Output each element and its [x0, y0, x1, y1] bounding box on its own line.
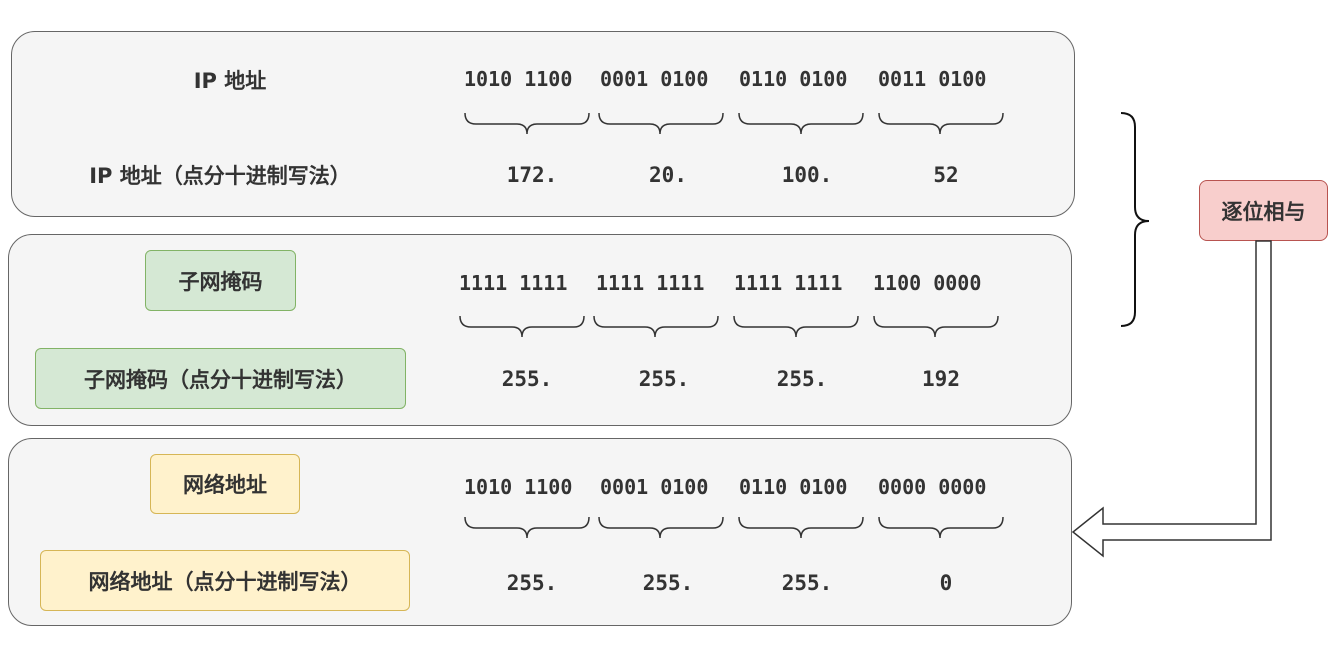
- network-octet-2-bits: 0001 0100: [600, 475, 709, 499]
- mask-octet-4-bits: 1100 0000: [873, 271, 982, 295]
- subnet-mask-decimal-label: 子网掩码（点分十进制写法）: [35, 348, 406, 409]
- underbrace: [459, 315, 585, 338]
- mask-octet-3-bits: 1111 1111: [734, 271, 843, 295]
- underbrace: [464, 112, 590, 135]
- ip-octet-2-bits: 0001 0100: [600, 67, 709, 91]
- mask-octet-2-bits: 1111 1111: [596, 271, 705, 295]
- underbrace: [733, 315, 859, 338]
- underbrace: [598, 516, 724, 539]
- underbrace: [873, 315, 999, 338]
- mask-octet-1-decimal: 255.: [501, 367, 553, 391]
- ip-octet-2-decimal: 20.: [649, 163, 687, 187]
- network-octet-4-decimal: 0: [939, 571, 953, 595]
- bitwise-and-operation-box: 逐位相与: [1199, 180, 1328, 241]
- underbrace: [593, 315, 719, 338]
- underbrace: [738, 516, 864, 539]
- mask-octet-4-decimal: 192: [922, 367, 960, 391]
- network-octet-3-decimal: 255.: [781, 571, 833, 595]
- ip-address-label: IP 地址: [193, 69, 267, 93]
- underbrace: [878, 112, 1004, 135]
- ip-octet-3-bits: 0110 0100: [739, 67, 848, 91]
- ip-octet-4-bits: 0011 0100: [878, 67, 987, 91]
- mask-octet-3-decimal: 255.: [776, 367, 828, 391]
- ip-octet-1-bits: 1010 1100: [464, 67, 573, 91]
- network-octet-3-bits: 0110 0100: [739, 475, 848, 499]
- ip-octet-3-decimal: 100.: [781, 163, 833, 187]
- network-address-decimal-label: 网络地址（点分十进制写法）: [40, 550, 410, 611]
- ip-address-decimal-label: IP 地址（点分十进制写法）: [89, 164, 351, 188]
- subnet-mask-label: 子网掩码: [145, 250, 296, 311]
- network-octet-4-bits: 0000 0000: [878, 475, 987, 499]
- network-octet-1-bits: 1010 1100: [464, 475, 573, 499]
- underbrace: [464, 516, 590, 539]
- right-brace: [1120, 112, 1150, 327]
- underbrace: [598, 112, 724, 135]
- mask-octet-1-bits: 1111 1111: [459, 271, 568, 295]
- result-arrow: [1071, 240, 1272, 558]
- ip-octet-1-decimal: 172.: [506, 163, 558, 187]
- underbrace: [878, 516, 1004, 539]
- mask-octet-2-decimal: 255.: [638, 367, 690, 391]
- network-octet-1-decimal: 255.: [506, 571, 558, 595]
- ip-octet-4-decimal: 52: [933, 163, 959, 187]
- network-octet-2-decimal: 255.: [642, 571, 694, 595]
- network-address-label: 网络地址: [150, 454, 300, 514]
- underbrace: [738, 112, 864, 135]
- octet-underbraces: [459, 112, 1004, 539]
